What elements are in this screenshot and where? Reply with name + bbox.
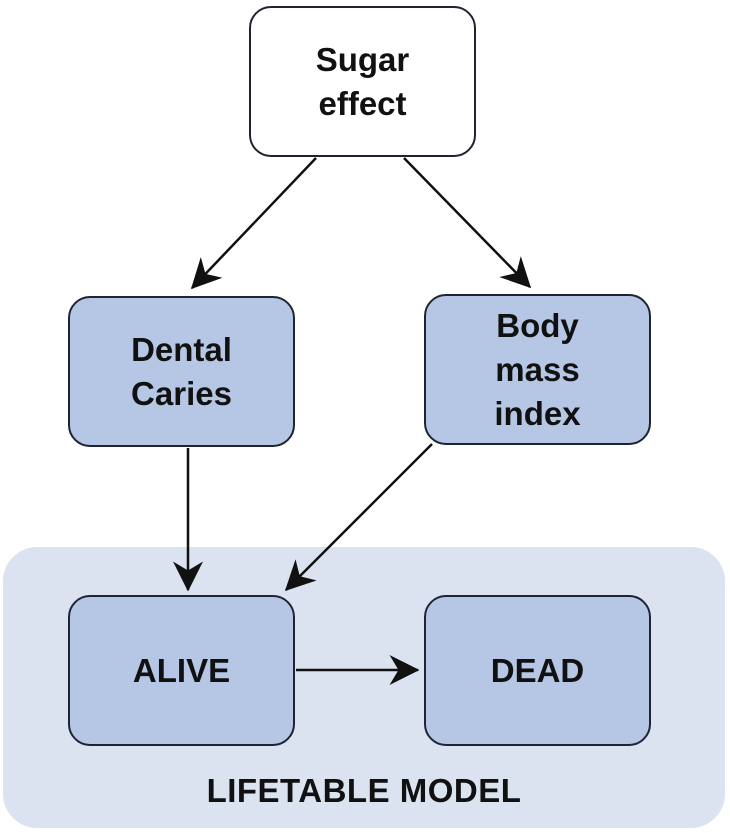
node-body-mass-index-label: Body mass index [494, 306, 581, 432]
node-sugar-effect: Sugar effect [249, 6, 476, 157]
edge-sugar-to-caries [190, 157, 317, 290]
node-dental-caries: Dental Caries [68, 296, 295, 447]
node-sugar-effect-label: Sugar effect [315, 40, 410, 122]
node-body-mass-index: Body mass index [424, 294, 651, 445]
node-dental-caries-label: Dental Caries [131, 330, 232, 412]
node-alive-label: ALIVE [132, 651, 231, 689]
node-dead-label: DEAD [490, 651, 585, 689]
lifetable-model-label: LIFETABLE MODEL [206, 772, 522, 809]
node-alive: ALIVE [68, 595, 295, 746]
node-dead: DEAD [424, 595, 651, 746]
edge-bmi-to-alive [284, 443, 433, 592]
edge-sugar-to-bmi [403, 157, 532, 289]
